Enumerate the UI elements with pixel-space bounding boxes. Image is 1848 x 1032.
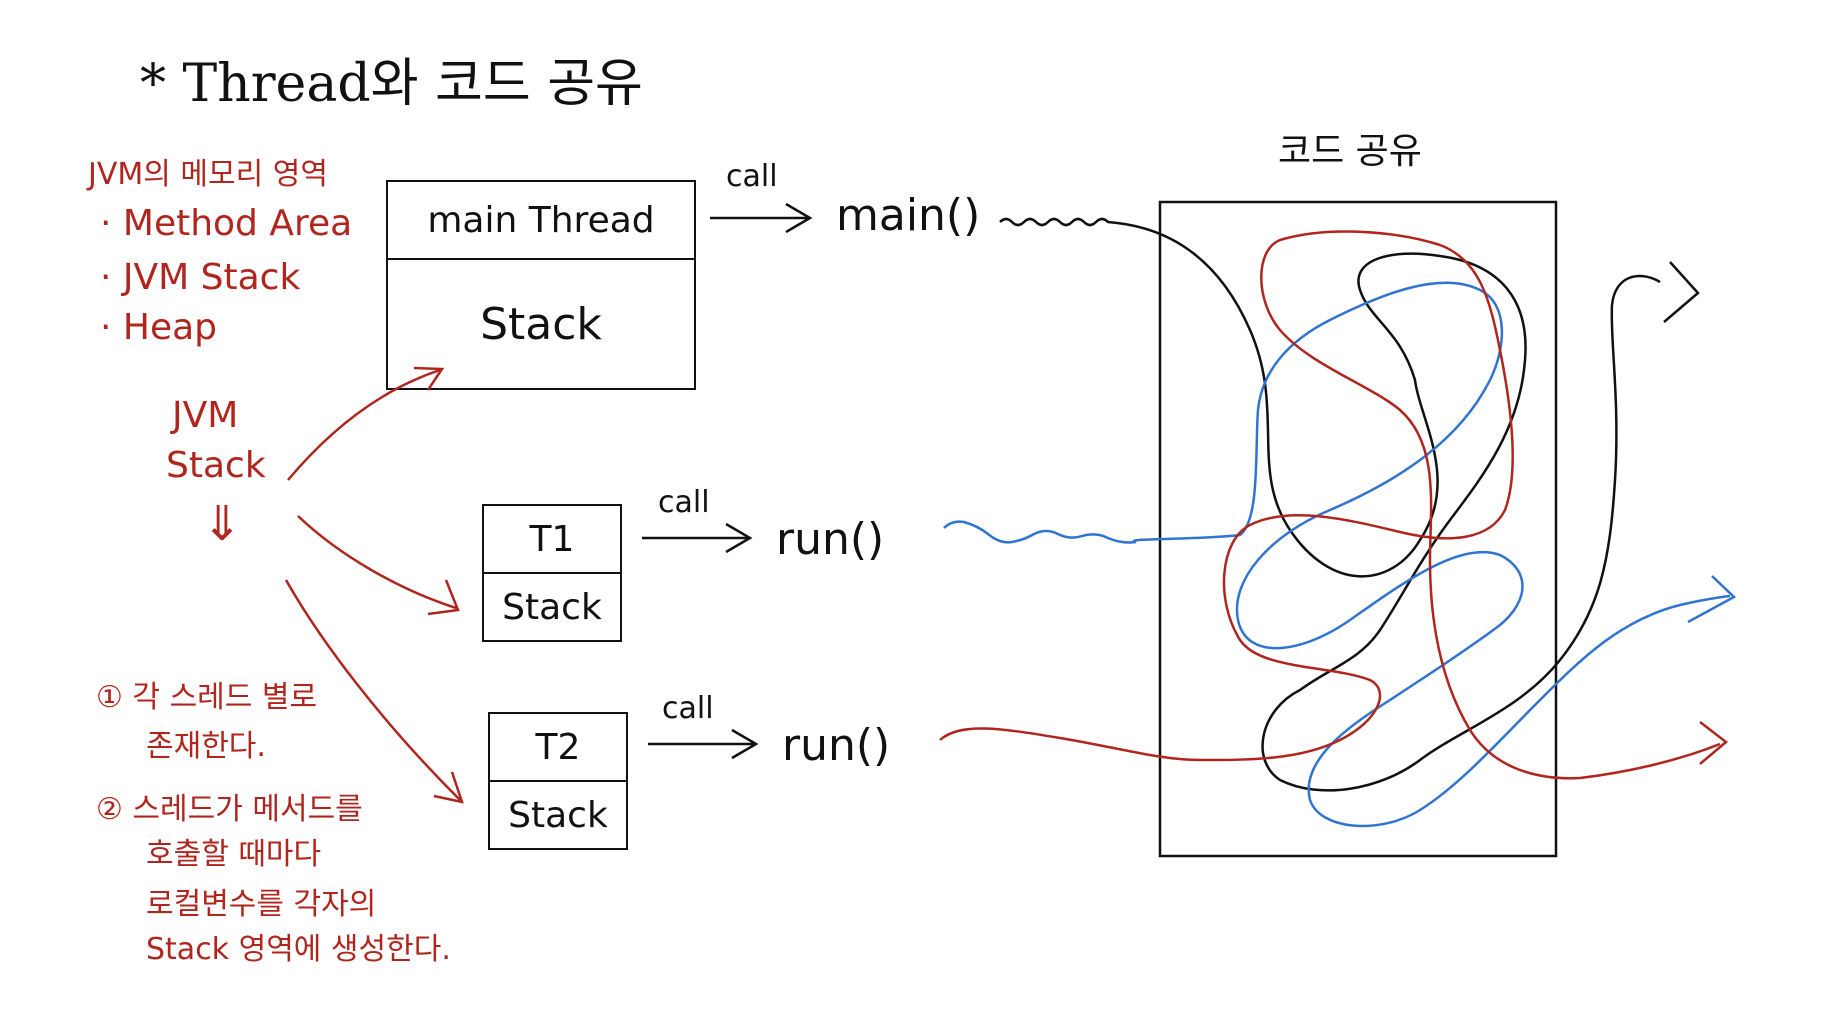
jvm-to-t2-stack-arrow [284,579,461,801]
call-arrow-main [710,202,813,234]
memory-item-heap: · Heap [100,307,218,348]
jvm-to-main-stack-arrow-head [413,366,445,391]
jvm-to-t1-stack-arrow [297,515,457,610]
note-1-line-1: ① 각 스레드 별로 [96,680,318,715]
main-method-label: main() [836,190,981,241]
main-thread-box: main Thread Stack [386,180,696,390]
jvm-to-main-stack-arrow [287,368,441,481]
note-1-line-2: 존재한다. [146,729,266,764]
jvm-to-t2-stack-arrow-head [433,771,464,804]
t1-divider [484,572,620,574]
call-arrow-t1 [642,522,753,554]
memory-item-method-area: · Method Area [100,203,353,244]
note-2-line-3: 로컬변수를 각자의 [146,887,377,922]
memory-heading: JVM의 메모리 영역 [88,157,328,192]
t2-execution-path [939,230,1721,780]
code-share-label: 코드 공유 [1278,131,1422,172]
t1-exit-arrow-head [1687,575,1737,624]
t1-method-label: run() [776,514,885,565]
t2-call-label: call [662,691,714,726]
t2-stack-label: Stack [508,794,608,836]
main-thread-title: main Thread [427,199,655,241]
page-title: * Thread와 코드 공유 [140,54,643,114]
jvm-stack-label-line1: JVM [172,395,239,436]
note-2-line-2: 호출할 때마다 [146,837,322,872]
t1-call-label: call [658,485,710,520]
t2-method-label: run() [782,720,891,771]
note-2-line-4: Stack 영역에 생성한다. [146,932,451,967]
main-call-label: call [726,159,778,194]
main-execution-path [999,217,1661,792]
main-thread-divider [388,258,694,260]
main-exit-arrow-head [1663,261,1700,323]
t1-title: T1 [529,518,575,560]
t2-box: T2 Stack [488,712,628,850]
memory-item-jvm-stack: · JVM Stack [100,257,301,298]
t1-box: T1 Stack [482,504,622,642]
main-thread-stack-label: Stack [480,298,602,350]
note-2-line-1: ② 스레드가 메서드를 [96,792,363,827]
jvm-stack-label-line2: Stack [166,445,266,486]
double-down-arrow-icon: ⇓ [202,496,243,552]
code-share-box [1158,200,1558,858]
jvm-to-t1-stack-arrow-head [427,579,460,616]
t2-exit-arrow-head [1699,721,1728,765]
t1-stack-label: Stack [502,586,602,628]
t2-title: T2 [535,726,581,768]
t2-divider [490,780,626,782]
t1-execution-path [943,281,1731,828]
call-arrow-t2 [648,728,759,760]
